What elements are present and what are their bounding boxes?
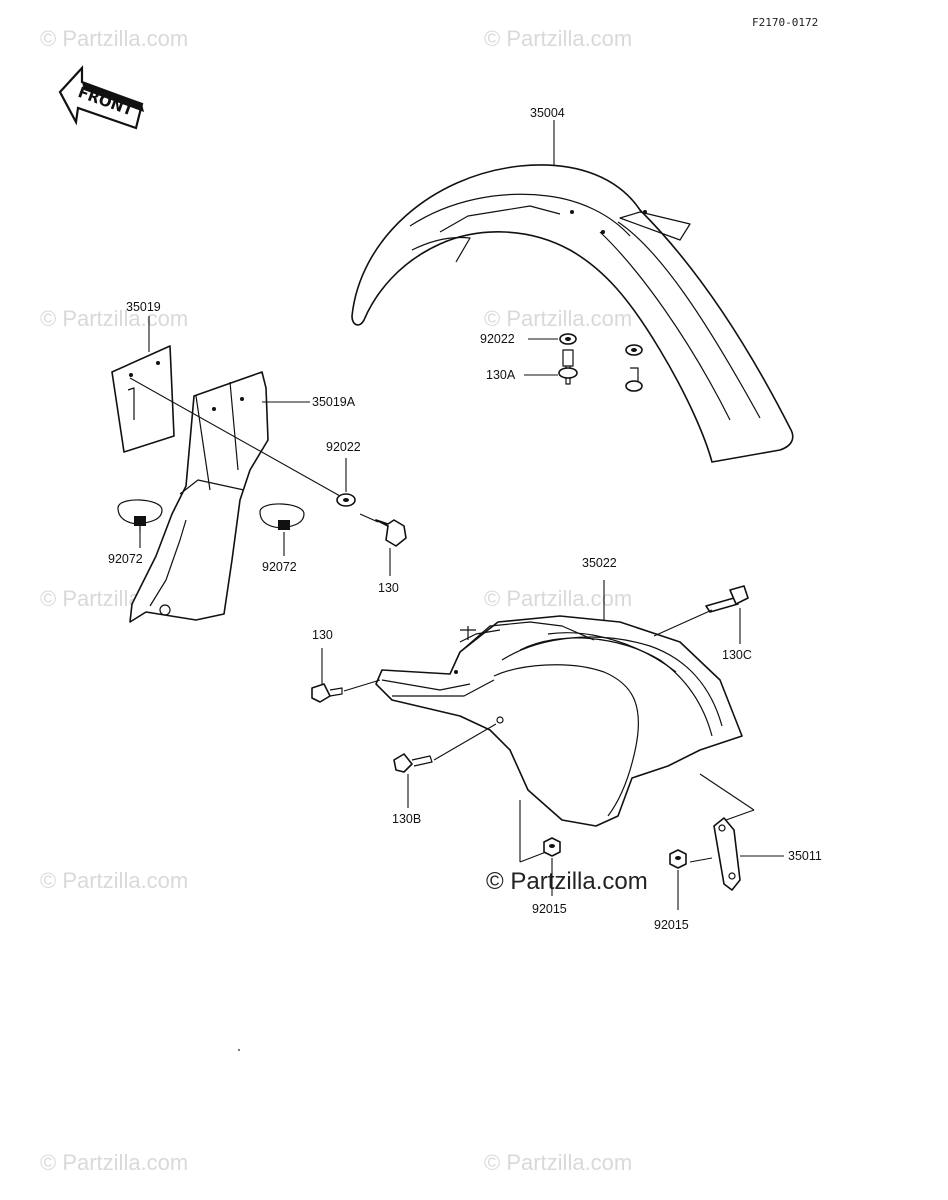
part-label-130A: 130A [486, 368, 516, 382]
clamp-left [117, 499, 163, 532]
part-label-130C: 130C [722, 648, 752, 662]
part-label-35011: 35011 [788, 849, 822, 863]
watermark: © Partzilla.com [484, 306, 633, 331]
front-fender [351, 164, 794, 463]
watermark: © Partzilla.com [484, 26, 633, 51]
part-label-35022: 35022 [582, 556, 617, 570]
watermark: © Partzilla.com [484, 586, 633, 611]
part-label-130B: 130B [392, 812, 422, 826]
watermark: © Partzilla.com [40, 306, 189, 331]
part-label-92072: 92072 [262, 560, 297, 574]
watermark: © Partzilla.com [40, 26, 189, 51]
figure-code: F2170-0172 [752, 16, 819, 29]
watermark-center: © Partzilla.com [486, 868, 648, 895]
rear-fender [375, 615, 743, 827]
part-label-35019: 35019 [126, 300, 161, 314]
part-label-92015: 92015 [532, 902, 567, 916]
part-label-92022: 92022 [480, 332, 515, 346]
watermark: © Partzilla.com [484, 1150, 633, 1175]
watermark: © Partzilla.com [40, 1150, 189, 1175]
guard-35019A [129, 371, 269, 623]
clamp-right [259, 503, 305, 530]
part-label-92015: 92015 [654, 918, 689, 932]
watermark: © Partzilla.com [40, 868, 189, 893]
part-label-130: 130 [312, 628, 333, 642]
part-label-35019A: 35019A [312, 395, 356, 409]
plate-35019 [111, 345, 175, 453]
front-arrow-icon: FRONT [58, 65, 144, 130]
part-label-130: 130 [378, 581, 399, 595]
part-label-92022: 92022 [326, 440, 361, 454]
part-label-35004: 35004 [530, 106, 565, 120]
part-label-92072: 92072 [108, 552, 143, 566]
